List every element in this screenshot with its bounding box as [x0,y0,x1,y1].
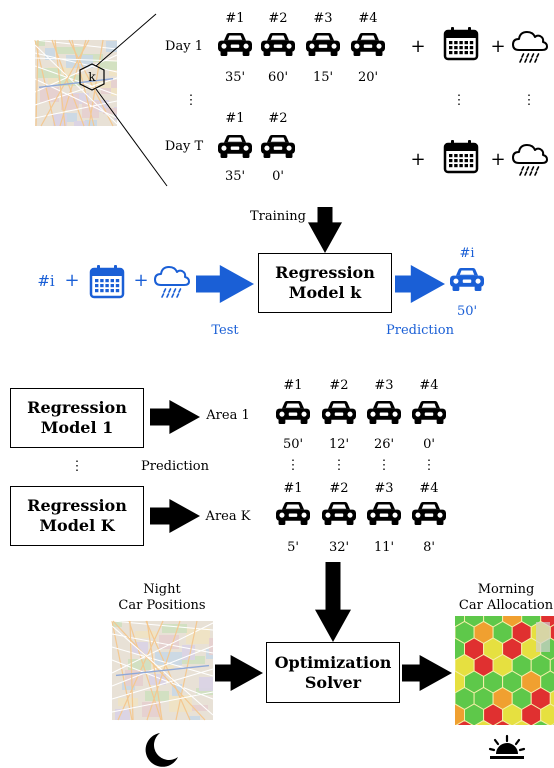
car-icon [276,502,310,525]
car-icon [261,135,295,158]
optimization-solver-box: Optimization Solver [266,642,400,703]
morning-allocation-map [455,616,554,725]
car-id: #1 [283,378,303,393]
plus-sign: + [490,36,506,57]
car-id: #3 [374,481,394,496]
car-id: #4 [419,481,439,496]
area-map-thumbnail [34,39,118,127]
area-hexagon [79,63,105,91]
vdots: ⋮ [286,458,300,473]
car-icon [412,401,446,424]
car-icon [306,33,340,56]
car-icon [276,401,310,424]
car-time: 50' [282,437,304,452]
car-time: 15' [312,70,334,85]
night-label: Car Positions [118,598,206,613]
regression-model-k-box: Regression Model k [258,253,392,313]
input-id-label: #i [37,272,55,290]
sunrise-icon [488,734,526,759]
calendar-icon [443,27,479,61]
car-time: 0' [272,169,284,184]
car-icon [322,502,356,525]
arrow-down [315,562,351,642]
output-id-label: #i [459,246,475,261]
arrow-right [196,265,254,303]
night-label: Night [143,582,181,597]
car-time: 32' [328,540,350,555]
regression-model-1-box: Regression Model 1 [10,388,144,448]
car-icon [450,268,484,291]
car-id: #2 [329,481,349,496]
vdots: ⋮ [332,458,346,473]
arrow-right [215,655,263,691]
output-time-label: 50' [456,304,478,319]
areaK-label: Area K [205,509,251,524]
car-id: #4 [419,378,439,393]
car-time: 35' [224,70,246,85]
plus-sign: + [133,270,149,291]
car-id: #2 [268,111,288,126]
arrow-down [308,207,342,253]
car-icon [261,33,295,56]
car-id: #1 [225,11,245,26]
plus-sign: + [64,270,80,291]
car-id: #3 [374,378,394,393]
vdots: ⋮ [422,458,436,473]
plus-sign: + [410,149,426,170]
vdots: ⋮ [184,93,198,108]
car-id: #2 [268,11,288,26]
calendar-icon [89,265,125,299]
car-id: #2 [329,378,349,393]
car-time: 12' [328,437,350,452]
rain-cloud-icon [512,31,548,63]
car-time: 0' [423,437,435,452]
car-time: 8' [423,540,435,555]
calendar-icon [443,140,479,174]
car-icon [218,135,252,158]
morning-label: Car Allocation [458,598,554,613]
plus-sign: + [490,149,506,170]
day1-label: Day 1 [165,39,203,54]
arrow-right [150,400,200,434]
night-positions-map [111,620,214,721]
arrow-right [402,655,452,691]
car-icon [351,33,385,56]
test-label: Test [211,323,239,338]
car-icon [218,33,252,56]
area1-label: Area 1 [206,408,250,423]
arrow-right [395,265,445,303]
car-id: #1 [225,111,245,126]
car-id: #1 [283,481,303,496]
car-time: 5' [287,540,299,555]
car-time: 35' [224,169,246,184]
rain-cloud-icon [154,266,190,298]
vdots: ⋮ [70,459,84,474]
vdots: ⋮ [522,93,536,108]
area-k-label: k [88,70,96,84]
car-time: 26' [373,437,395,452]
car-time: 11' [373,540,395,555]
car-icon [412,502,446,525]
prediction-label: Prediction [141,459,209,474]
car-time: 60' [267,70,289,85]
rain-cloud-icon [512,144,548,176]
vdots: ⋮ [452,93,466,108]
morning-label: Morning [477,582,535,597]
moon-icon [145,733,178,767]
car-time: 20' [357,70,379,85]
arrow-right [150,499,200,533]
car-id: #4 [358,11,378,26]
car-id: #3 [313,11,333,26]
car-icon [367,401,401,424]
car-icon [367,502,401,525]
prediction-label: Prediction [386,323,454,338]
plus-sign: + [410,36,426,57]
training-label: Training [249,209,307,224]
car-icon [322,401,356,424]
regression-model-K-box: Regression Model K [10,486,144,546]
vdots: ⋮ [377,458,391,473]
dayT-label: Day T [164,139,204,154]
